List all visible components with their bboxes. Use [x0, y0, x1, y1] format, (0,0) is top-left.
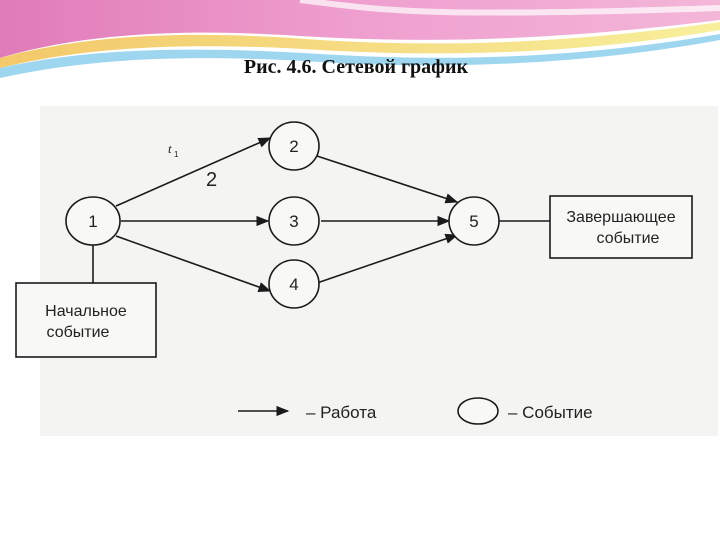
event-node-2-label: 2 — [289, 137, 298, 156]
event-node-5-label: 5 — [469, 212, 478, 231]
edge-1-4 — [115, 235, 272, 292]
edge-2-5 — [316, 155, 459, 204]
event-node-1 — [65, 196, 121, 246]
event-node-4-label: 4 — [289, 275, 298, 294]
event-node-1-label: 1 — [88, 212, 97, 231]
start-event-box-line2: событие — [47, 324, 110, 341]
legend-work-label: – Работа — [306, 403, 377, 422]
end-event-box — [549, 195, 693, 259]
end-event-box-line2: событие — [597, 230, 660, 247]
edge-4-5 — [316, 233, 459, 284]
event-node-2 — [268, 121, 320, 171]
legend-event-label: – Событие — [508, 403, 593, 422]
event-node-3 — [268, 196, 320, 246]
start-event-box-line1: Начальное — [45, 303, 127, 320]
scanned-figure-background — [40, 106, 718, 436]
event-node-5 — [448, 196, 500, 246]
event-node-3-label: 3 — [289, 212, 298, 231]
edge-1-2 — [115, 137, 272, 207]
slide-title: Рис. 4.6. Сетевой график — [243, 56, 469, 78]
legend-event-circle — [457, 397, 499, 425]
start-event-box — [15, 282, 157, 358]
decorative-banner — [0, 0, 720, 78]
work-symbol-label: t — [168, 141, 172, 156]
work-duration-label: 2 — [206, 169, 217, 191]
end-event-box-line1: Завершающее — [566, 209, 675, 226]
event-node-4 — [268, 259, 320, 309]
work-symbol-subscript: 1 — [174, 150, 179, 159]
